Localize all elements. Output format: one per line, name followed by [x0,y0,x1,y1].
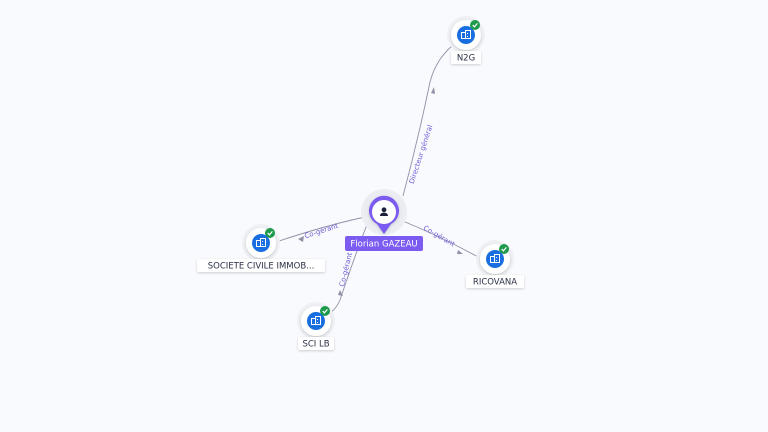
company-name-sci-immob: SOCIETE CIVILE IMMOB... [208,262,315,272]
building-icon [256,238,266,247]
verified-badge-icon [265,228,275,238]
building-icon [461,30,471,39]
person-name-badge [345,236,423,251]
verified-badge-icon [320,306,330,316]
building-icon [311,316,321,325]
building-icon [490,254,500,263]
arrow-icon [457,250,463,254]
person-node[interactable]: Florian GAZEAU [345,189,423,251]
edge-label-n2g: Directeur général [408,124,435,185]
company-node-sci-lb[interactable]: SCI LB [297,302,335,350]
company-name-ricovana: RICOVANA [473,278,517,288]
arrow-icon [338,290,343,296]
verified-badge-icon [470,20,480,30]
person-name: Florian GAZEAU [350,240,417,250]
company-name-n2g: N2G [457,54,475,64]
company-node-n2g[interactable]: N2G [447,16,485,64]
verified-badge-icon [499,244,509,254]
edge-label-ricovana: Co-gérant [422,224,456,249]
edge-n2g: Directeur général [402,39,461,197]
arrow-icon [298,236,304,242]
user-icon [380,207,388,216]
arrow-icon [431,87,435,94]
edge-label-sci-immob: Co-gérant [304,222,340,240]
company-node-sci-immob[interactable]: SOCIETE CIVILE IMMOB... [197,224,325,272]
edge-label-sci-lb: Co-gérant [338,251,354,287]
company-name-sci-lb: SCI LB [302,340,329,350]
company-node-ricovana[interactable]: RICOVANA [466,240,524,288]
